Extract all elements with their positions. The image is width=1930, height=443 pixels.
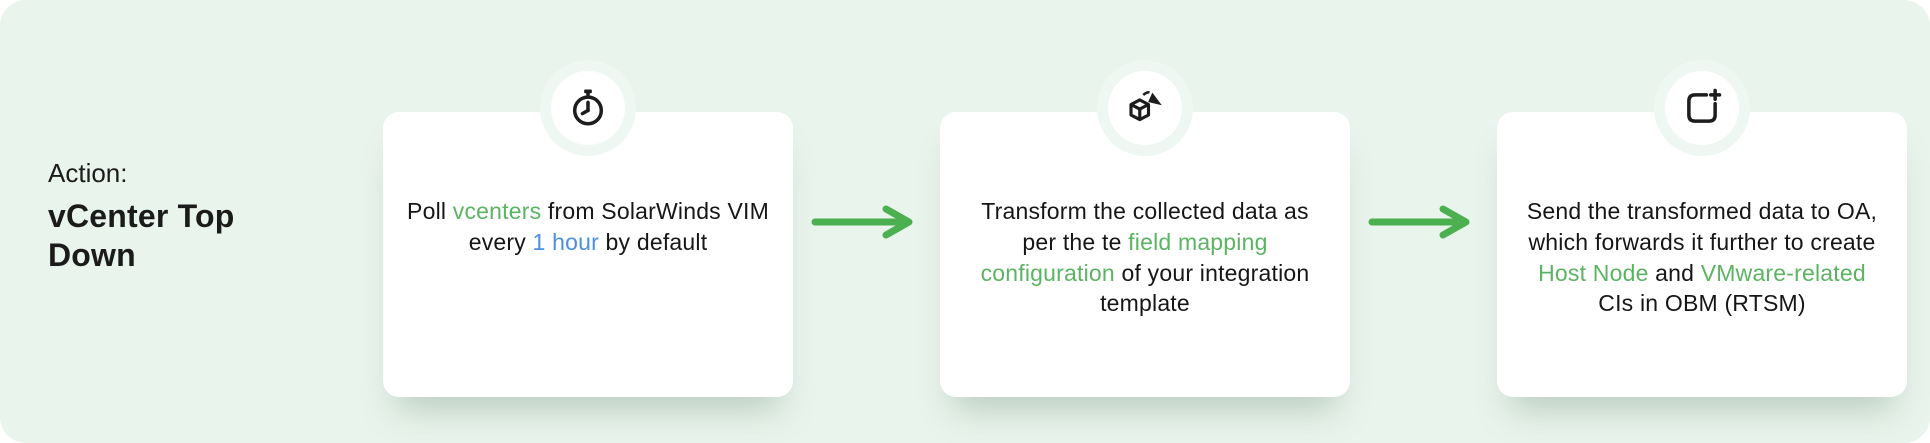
- card-text: Send the transformed data to OA, which f…: [1526, 198, 1878, 317]
- action-block: Action: vCenter Top Down: [48, 158, 328, 275]
- stopwatch-icon: [567, 87, 609, 129]
- step-card-send: Send the transformed data to OA, which f…: [1497, 60, 1907, 397]
- step-card-poll: Poll vcenters from SolarWinds VIM every …: [383, 60, 793, 397]
- step-card-transform: Transform the collected data as per the …: [940, 60, 1350, 397]
- card-text: Poll vcenters from SolarWinds VIM every …: [407, 198, 769, 255]
- card-text: Transform the collected data as per the …: [980, 198, 1310, 317]
- step-icon-badge: [540, 60, 636, 156]
- arrow-right-icon: [810, 202, 922, 242]
- step-icon-badge: [1097, 60, 1193, 156]
- send-create-ci-icon: [1681, 87, 1723, 129]
- action-label: Action:: [48, 158, 128, 188]
- arrow-right-icon: [1367, 202, 1479, 242]
- step-icon-badge: [1654, 60, 1750, 156]
- transform-icon: [1124, 87, 1166, 129]
- action-title: vCenter Top Down: [48, 198, 235, 274]
